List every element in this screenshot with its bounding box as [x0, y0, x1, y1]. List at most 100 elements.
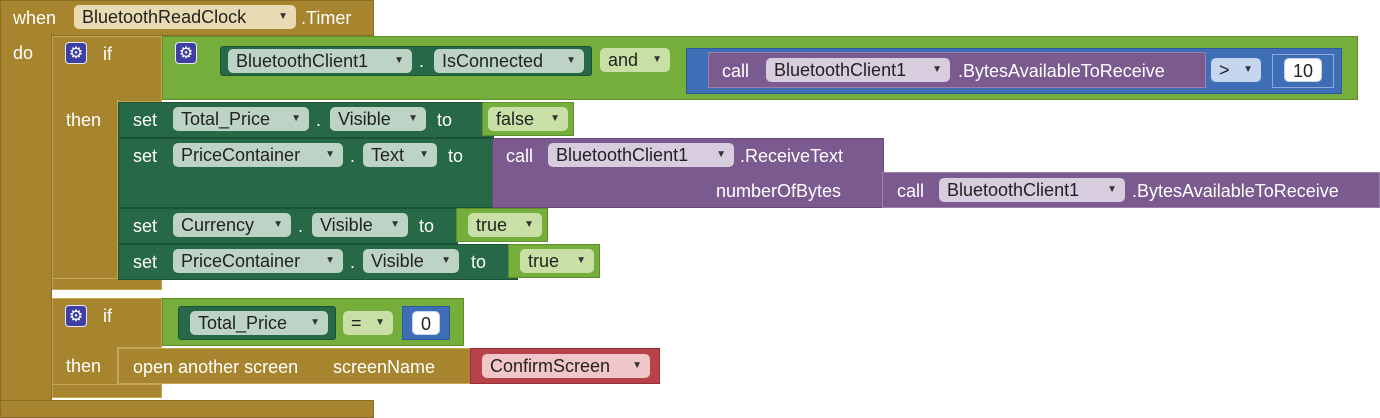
- dot-label: .: [350, 146, 356, 166]
- dropdown-arrow-icon: ▼: [524, 219, 534, 230]
- if-block-2-footer: [52, 384, 162, 398]
- set1-component-dropdown[interactable]: Total_Price ▼: [173, 107, 309, 131]
- set1-property-dropdown[interactable]: Visible ▼: [330, 107, 426, 131]
- set1-value-label: false: [496, 109, 535, 129]
- do-label: do: [13, 43, 34, 63]
- to-label: to: [437, 110, 453, 130]
- dropdown-arrow-icon: ▼: [632, 360, 642, 371]
- set-label: set: [133, 252, 158, 272]
- dropdown-arrow-icon: ▼: [325, 149, 335, 160]
- dropdown-arrow-icon: ▼: [419, 149, 429, 160]
- and-operator-label: and: [608, 50, 639, 70]
- call-label: call: [897, 181, 925, 201]
- event-block-body: [0, 34, 52, 404]
- if-label-1: if: [103, 44, 112, 64]
- set3-value-dropdown[interactable]: true ▼: [468, 213, 542, 237]
- dot-label: .: [350, 252, 356, 272]
- set3-value-label: true: [476, 215, 508, 235]
- dropdown-arrow-icon: ▼: [390, 219, 400, 230]
- event-block-footer: [0, 400, 374, 418]
- dropdown-arrow-icon: ▼: [716, 149, 726, 160]
- set1-property-label: Visible: [338, 109, 391, 129]
- isconnected-component-label: BluetoothClient1: [236, 51, 369, 71]
- bytes-call-component-dropdown[interactable]: BluetoothClient1 ▼: [766, 58, 950, 82]
- set4-component-label: PriceContainer: [181, 251, 301, 271]
- dropdown-arrow-icon: ▼: [375, 317, 385, 328]
- compare-value-field[interactable]: 10: [1284, 58, 1322, 82]
- set-label: set: [133, 110, 158, 130]
- dropdown-arrow-icon: ▼: [291, 113, 301, 124]
- dropdown-arrow-icon: ▼: [566, 55, 576, 66]
- gear-icon[interactable]: ⚙: [175, 42, 197, 64]
- dropdown-arrow-icon: ▼: [1107, 184, 1117, 195]
- then-label-2: then: [66, 356, 102, 376]
- event-component-dropdown[interactable]: BluetoothReadClock ▼: [74, 5, 296, 29]
- set4-value-dropdown[interactable]: true ▼: [520, 249, 594, 273]
- bytes-call-property-label: .BytesAvailableToReceive: [958, 61, 1165, 81]
- receive-text-component-label: BluetoothClient1: [556, 145, 689, 165]
- dropdown-arrow-icon: ▼: [408, 113, 418, 124]
- screen-name-value: ConfirmScreen: [490, 356, 611, 376]
- equals-operator-dropdown[interactable]: = ▼: [343, 311, 393, 335]
- compare-operator-label: >: [1219, 60, 1230, 80]
- receive-text-component-dropdown[interactable]: BluetoothClient1 ▼: [548, 143, 734, 167]
- gear-icon[interactable]: ⚙: [65, 42, 87, 64]
- and-operator-dropdown[interactable]: and ▼: [600, 48, 670, 72]
- set3-property-dropdown[interactable]: Visible ▼: [312, 213, 408, 237]
- set2-property-label: Text: [371, 145, 405, 165]
- compare-operator-dropdown[interactable]: > ▼: [1211, 58, 1261, 82]
- isconnected-component-dropdown[interactable]: BluetoothClient1 ▼: [228, 49, 412, 73]
- receive-text-method-label: .ReceiveText: [740, 146, 844, 166]
- dropdown-arrow-icon: ▼: [441, 255, 451, 266]
- set2-property-dropdown[interactable]: Text ▼: [363, 143, 437, 167]
- to-label: to: [471, 252, 487, 272]
- screen-name-param-label: screenName: [333, 357, 436, 377]
- set3-component-label: Currency: [181, 215, 255, 235]
- dropdown-arrow-icon: ▼: [576, 255, 586, 266]
- set4-property-dropdown[interactable]: Visible ▼: [363, 249, 459, 273]
- open-screen-label: open another screen: [133, 357, 299, 377]
- number-of-bytes-label: numberOfBytes: [716, 181, 842, 201]
- set3-component-dropdown[interactable]: Currency ▼: [173, 213, 291, 237]
- event-name-label: .Timer: [301, 8, 352, 28]
- to-label: to: [448, 146, 464, 166]
- dropdown-arrow-icon: ▼: [325, 255, 335, 266]
- dot-label: .: [419, 51, 425, 71]
- dropdown-arrow-icon: ▼: [652, 54, 662, 65]
- param-component-dropdown[interactable]: BluetoothClient1 ▼: [939, 178, 1125, 202]
- call-label: call: [506, 146, 534, 166]
- if-block-1-footer: [52, 278, 162, 290]
- dropdown-arrow-icon: ▼: [273, 219, 283, 230]
- set1-value-dropdown[interactable]: false ▼: [488, 107, 568, 131]
- isconnected-property-dropdown[interactable]: IsConnected ▼: [434, 49, 584, 73]
- set1-component-label: Total_Price: [181, 109, 271, 129]
- set2-component-label: PriceContainer: [181, 145, 301, 165]
- set-label: set: [133, 216, 158, 236]
- param-component-label: BluetoothClient1: [947, 180, 1080, 200]
- to-label: to: [419, 216, 435, 236]
- then-label-1: then: [66, 110, 102, 130]
- dot-label: .: [298, 216, 304, 236]
- if2-value-field[interactable]: 0: [412, 311, 440, 335]
- set2-component-dropdown[interactable]: PriceContainer ▼: [173, 143, 343, 167]
- dropdown-arrow-icon: ▼: [310, 317, 320, 328]
- if-label-2: if: [103, 306, 112, 326]
- screen-name-dropdown[interactable]: ConfirmScreen ▼: [482, 354, 650, 378]
- dropdown-arrow-icon: ▼: [394, 55, 404, 66]
- bytes-call-component-label: BluetoothClient1: [774, 60, 907, 80]
- open-another-screen-block[interactable]: [118, 348, 478, 384]
- gear-icon[interactable]: ⚙: [65, 305, 87, 327]
- set4-property-label: Visible: [371, 251, 424, 271]
- if2-component-dropdown[interactable]: Total_Price ▼: [190, 311, 328, 335]
- dropdown-arrow-icon: ▼: [1243, 64, 1253, 75]
- dot-label: .: [316, 110, 322, 130]
- set-label: set: [133, 146, 158, 166]
- dropdown-arrow-icon: ▼: [278, 11, 288, 22]
- dropdown-arrow-icon: ▼: [932, 64, 942, 75]
- param-property-label: .BytesAvailableToReceive: [1132, 181, 1339, 201]
- set4-component-dropdown[interactable]: PriceContainer ▼: [173, 249, 343, 273]
- call-label: call: [722, 61, 750, 81]
- event-component-label: BluetoothReadClock: [82, 7, 247, 27]
- set4-value-label: true: [528, 251, 560, 271]
- set3-property-label: Visible: [320, 215, 373, 235]
